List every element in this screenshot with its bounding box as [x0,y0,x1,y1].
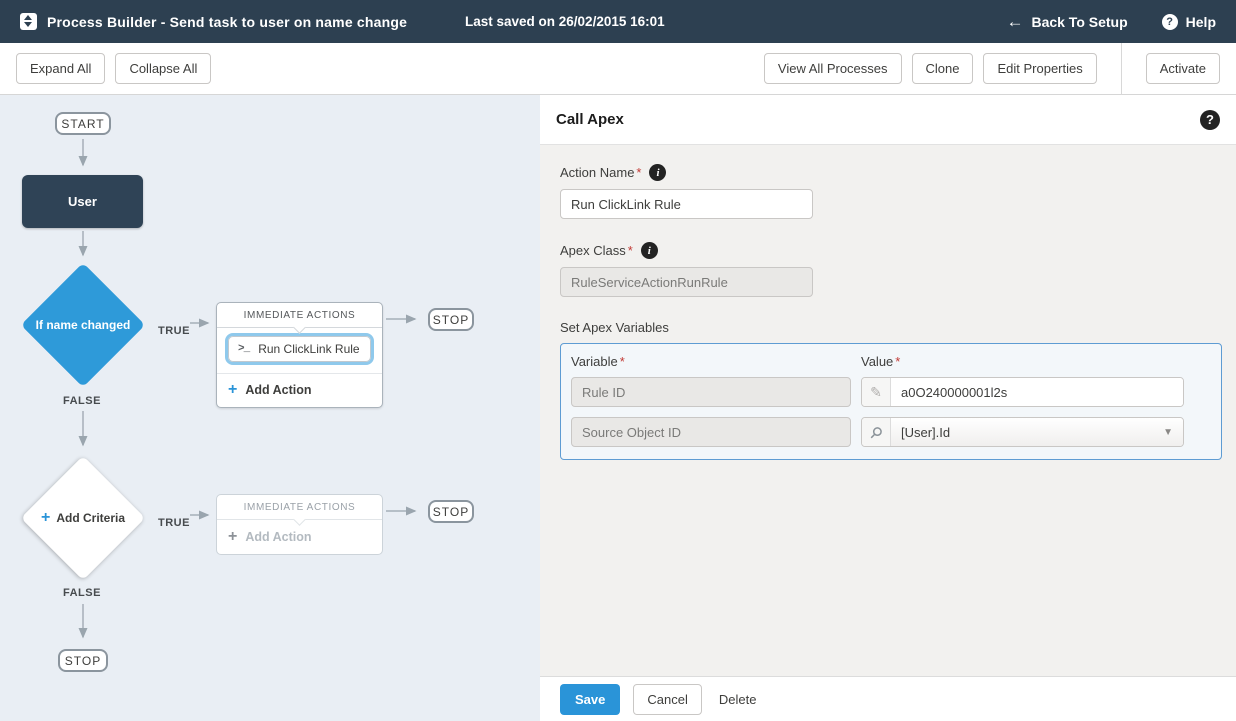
plus-icon: + [40,509,51,526]
required-asterisk: * [627,243,633,258]
immediate-actions-header: IMMEDIATE ACTIONS [217,303,382,328]
value-column-header: Value [861,354,894,369]
add-action-button-1[interactable]: + Add Action [217,373,382,406]
help-icon: ? [1161,13,1178,30]
view-all-processes-button[interactable]: View All Processes [763,53,902,84]
immediate-actions-box-1: IMMEDIATE ACTIONS >_ Run ClickLink Rule … [216,302,383,408]
apex-class-input [560,267,813,297]
immediate-actions-header-2: IMMEDIATE ACTIONS [217,495,382,520]
dropdown-selected-value: [User].Id [901,424,951,440]
false-branch-label-2: FALSE [63,587,101,599]
clone-button[interactable]: Clone [911,53,974,84]
activate-button[interactable]: Activate [1145,53,1220,84]
criteria-node-if-name-changed[interactable]: If name changed [21,263,145,387]
variable-row-rule-id: ✎ [571,377,1211,407]
add-criteria-node[interactable]: + Add Criteria [21,456,145,580]
apex-terminal-icon: >_ [238,343,250,355]
stop-node-3: STOP [58,649,108,672]
edit-properties-button[interactable]: Edit Properties [983,53,1097,84]
toolbar: Expand All Collapse All View All Process… [0,42,1236,95]
variable-name-input-source-object-id [571,417,851,447]
apex-class-info-icon[interactable]: i [640,242,658,259]
required-asterisk: * [636,165,642,180]
expand-all-button[interactable]: Expand All [16,53,106,84]
save-button[interactable]: Save [560,683,621,715]
collapse-all-button[interactable]: Collapse All [115,53,212,84]
page-title: Process Builder - Send task to user on n… [47,13,408,30]
action-name-input[interactable] [560,189,813,219]
chevron-down-icon: ▼ [1163,426,1173,438]
action-name-label: Action Name [560,165,635,180]
false-branch-label: FALSE [63,395,101,407]
set-apex-variables-heading: Set Apex Variables [560,320,669,335]
variable-row-source-object-id: [User].Id ▼ [571,417,1211,447]
stop-node-2: STOP [428,500,474,523]
delete-button[interactable]: Delete [715,684,761,715]
field-lookup-icon-button[interactable] [862,418,891,446]
required-asterisk: * [619,354,625,369]
add-criteria-label: Add Criteria [56,511,126,525]
action-name-info-icon[interactable]: i [649,164,667,181]
add-action-label: Add Action [245,383,312,397]
back-to-setup-label: Back To Setup [1031,13,1128,30]
process-canvas: START User If name changed TRUE FALSE IM… [0,95,540,721]
panel-help-icon[interactable]: ? [1200,109,1220,130]
process-builder-icon [20,13,37,30]
action-run-clicklink-rule[interactable]: >_ Run ClickLink Rule [225,333,374,365]
add-action-label-2: Add Action [245,529,312,544]
apex-class-label: Apex Class [560,243,626,258]
last-saved-status: Last saved on 26/02/2015 16:01 [465,14,665,29]
criteria-label: If name changed [35,318,131,332]
toolbar-divider [1120,42,1122,95]
help-label: Help [1185,13,1216,30]
rule-id-value-input[interactable] [891,378,1183,406]
panel-footer: Save Cancel Delete [540,676,1236,721]
detail-panel: Call Apex ? Action Name * i Apex Class *… [540,95,1236,721]
edit-value-icon-button[interactable]: ✎ [862,378,891,406]
app-header: Process Builder - Send task to user on n… [0,0,1236,43]
required-asterisk: * [895,354,901,369]
panel-title: Call Apex [556,111,624,128]
plus-icon: + [228,527,238,545]
plus-icon: + [228,381,238,398]
variable-column-header: Variable [571,354,618,369]
help-link[interactable]: ? Help [1161,13,1216,30]
back-to-setup-link[interactable]: ← Back To Setup [1006,13,1127,30]
action-label: Run ClickLink Rule [258,342,360,356]
lookup-icon [870,426,882,438]
apex-variables-panel: Variable * Value * ✎ [560,343,1222,460]
pencil-icon: ✎ [870,383,882,400]
back-arrow-icon: ← [1006,12,1024,31]
variable-name-input-rule-id [571,377,851,407]
true-branch-label: TRUE [158,325,190,337]
trigger-object-node[interactable]: User [22,175,143,228]
source-object-id-value-dropdown[interactable]: [User].Id ▼ [891,418,1183,446]
add-action-button-2[interactable]: + Add Action [217,520,382,553]
immediate-actions-box-2: IMMEDIATE ACTIONS + Add Action [216,494,383,555]
true-branch-label-2: TRUE [158,517,190,529]
start-node: START [55,112,111,135]
stop-node-1: STOP [428,308,474,331]
cancel-button[interactable]: Cancel [633,683,702,715]
